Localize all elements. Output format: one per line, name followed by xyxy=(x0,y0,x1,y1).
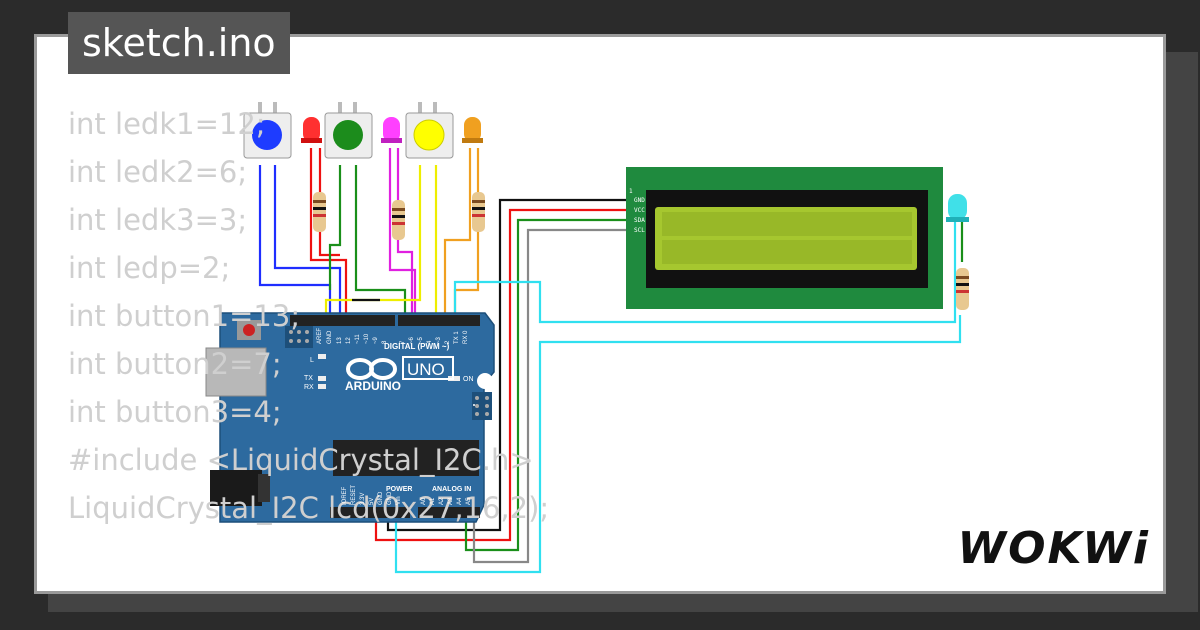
aref-label: AREF xyxy=(317,328,323,344)
digital-pin-label: 12 xyxy=(346,337,352,344)
sketch-title: sketch.ino xyxy=(68,12,290,74)
analog-pin-label: A0 xyxy=(421,497,427,505)
code-line: LiquidCrystal_I2C lcd(0x27,16,2); xyxy=(68,491,550,525)
lcd-display: 1 xyxy=(626,167,943,309)
power-pin-label: GND xyxy=(378,491,384,505)
digital-pin-label: ~10 xyxy=(364,333,370,344)
power-pin-label: GND xyxy=(387,491,393,505)
analog-pin-label: A3 xyxy=(448,497,454,505)
digital-pin-label: ~11 xyxy=(355,334,361,344)
digital-label: DIGITAL (PWM ~) xyxy=(384,342,450,351)
power-pin-label: Vin xyxy=(396,496,402,505)
digital-pin-label: ~5 xyxy=(418,336,424,344)
arduino-model: UNO xyxy=(407,360,445,379)
analog-label: ANALOG IN xyxy=(432,486,471,493)
analog-pin-label: A2 xyxy=(439,497,445,505)
code-line: int ledk3=3; xyxy=(68,203,248,237)
rx-label: RX xyxy=(304,384,314,391)
lcd-pin-label: SCL xyxy=(634,227,645,234)
lcd-pin-labels: 1 xyxy=(629,188,633,195)
on-label: ON xyxy=(463,376,474,383)
digital-pin-label: ~6 xyxy=(409,336,415,344)
svg-text:1: 1 xyxy=(629,188,633,195)
led-orange xyxy=(462,117,483,143)
wokwi-logo: WOKWi xyxy=(957,523,1150,574)
analog-pin-label: A4 xyxy=(457,497,463,505)
lcd-pin-label: VCC xyxy=(634,207,645,214)
code-line: int ledk2=6; xyxy=(68,155,248,189)
code-line: int button2=7; xyxy=(68,347,282,381)
code-line: #include <LiquidCrystal_I2C.h> xyxy=(68,443,534,477)
power-pin-label: 3.3V xyxy=(360,493,366,505)
led-red xyxy=(301,117,322,143)
digital-pin-label: 7 xyxy=(400,340,406,344)
digital-pin-label: 4 xyxy=(427,340,433,344)
led-magenta xyxy=(381,117,402,143)
digital-pin-label: RX 0 xyxy=(463,330,469,344)
push-button-green[interactable] xyxy=(324,102,373,159)
code-line: int ledk1=12; xyxy=(68,107,266,141)
resistor-2 xyxy=(392,200,405,240)
digital-pin-label: 13 xyxy=(337,337,343,344)
power-pin-label: RESET xyxy=(351,485,357,505)
code-lines: int ledk1=12; int ledk2=6; int ledk3=3; … xyxy=(68,100,549,532)
wires xyxy=(258,148,964,574)
power-pin-label: IOREF xyxy=(342,486,348,505)
led-cyan xyxy=(946,194,969,222)
gnd-label: GND xyxy=(327,330,333,344)
arduino-infinity-icon xyxy=(346,358,397,380)
arduino-uno xyxy=(205,312,495,523)
resistor-1 xyxy=(313,192,326,232)
power-label: POWER xyxy=(386,486,412,493)
digital-pin-label: 8 xyxy=(382,340,388,344)
lcd-pin-label: GND xyxy=(634,197,645,204)
lcd-pin-label: SDA xyxy=(634,217,645,224)
analog-pin-label: A1 xyxy=(430,497,436,505)
push-button-yellow[interactable] xyxy=(405,102,454,159)
tx-label: TX xyxy=(304,375,313,382)
push-button-blue[interactable] xyxy=(243,102,292,159)
code-line: int button3=4; xyxy=(68,395,282,429)
code-line: int button1=13; xyxy=(68,299,301,333)
digital-pin-label: ~3 xyxy=(436,336,442,344)
resistor-4 xyxy=(956,268,969,310)
code-line: int ledp=2; xyxy=(68,251,231,285)
digital-pin-label: ~9 xyxy=(373,336,379,344)
resistor-3 xyxy=(472,192,485,232)
analog-pin-label: A5 xyxy=(466,497,472,505)
digital-pin-label: TX 1 xyxy=(454,331,460,344)
l-label: L xyxy=(310,357,314,364)
arduino-brand: ARDUINO xyxy=(345,379,401,393)
power-pin-label: 5V xyxy=(369,498,375,505)
digital-pin-label: 2 xyxy=(445,340,451,344)
